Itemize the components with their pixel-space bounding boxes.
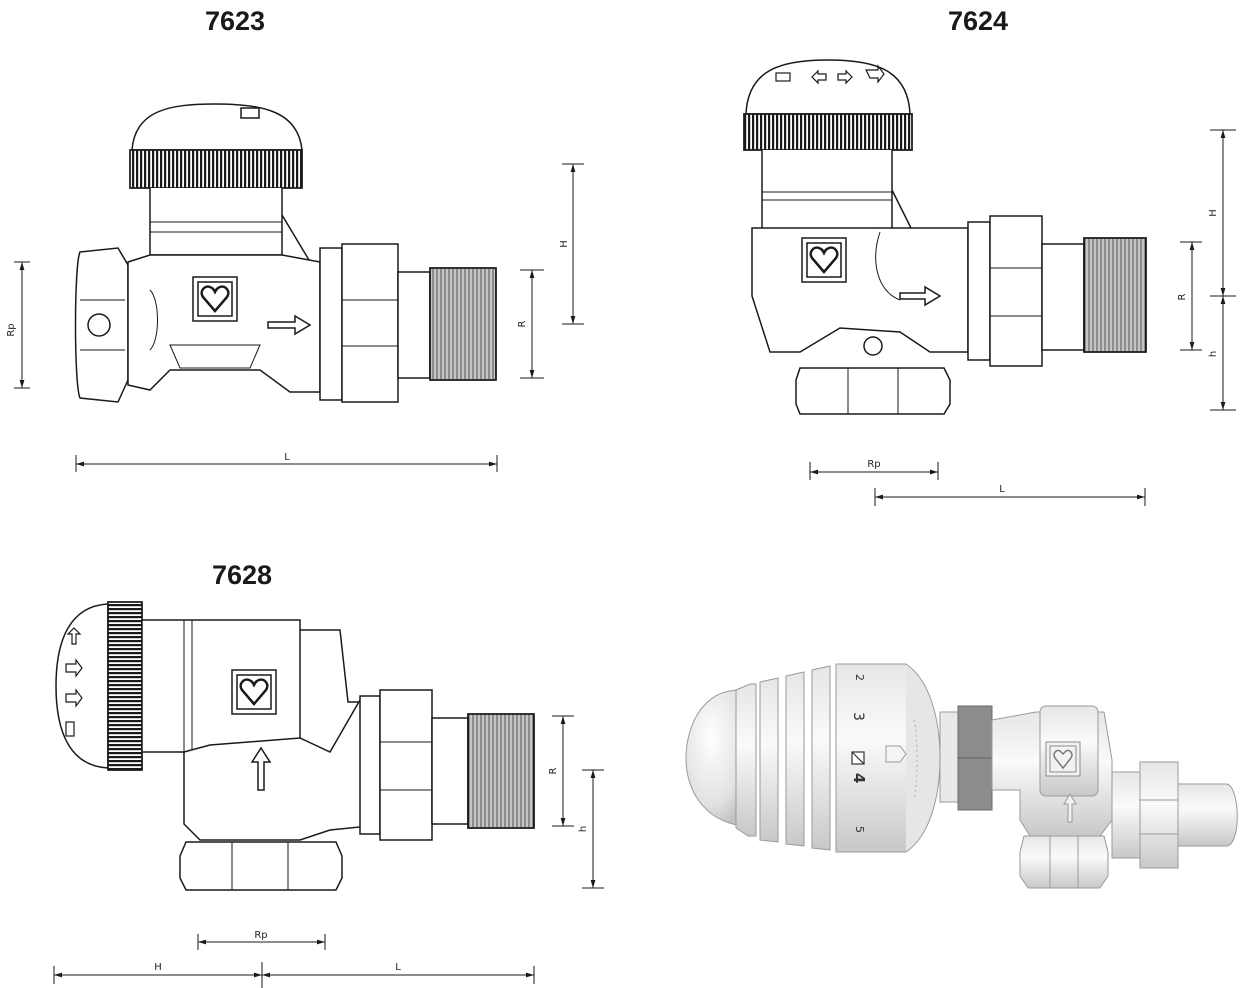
male-thread [467, 713, 535, 829]
bottom-nut [179, 841, 343, 891]
knurled-ring [743, 113, 913, 151]
dim-7624-h-lower: h [1208, 351, 1219, 357]
title-7628: 7628 [212, 560, 273, 590]
dim-7628-rp: Rp [254, 930, 267, 941]
dim-7623-rp: Rp [6, 323, 17, 336]
dim-7624-r: R [1177, 293, 1188, 300]
bottom-nut [795, 367, 951, 415]
scale-number-2: 2 [853, 674, 866, 681]
tail-pipe [1177, 783, 1238, 847]
flow-arrow [267, 314, 312, 336]
valve-7623-drawing [74, 103, 497, 403]
scale-marker-icon [851, 751, 865, 765]
thermostat-valve-render [685, 663, 1238, 889]
cap-dome [745, 59, 911, 115]
flow-arrow [250, 746, 272, 791]
title-7624: 7624 [948, 6, 1009, 36]
cap-dome [55, 603, 109, 769]
dim-7628-l: L [395, 962, 401, 973]
scale-number-3: 3 [850, 712, 866, 721]
cap-arrows [775, 64, 885, 85]
scale-number-4: 4 [850, 773, 868, 783]
cap-arrows [65, 627, 83, 737]
scale-number-5: 5 [853, 826, 866, 833]
dim-7628-r: R [548, 767, 559, 774]
neck [761, 150, 893, 231]
union-nut [359, 695, 381, 835]
dim-7628-h-upper: H [154, 962, 162, 973]
valve-7628-drawing [55, 601, 535, 891]
title-7623: 7623 [205, 6, 266, 36]
knurled-ring [129, 149, 303, 189]
knurled-ring [107, 601, 143, 771]
bottom-nut-render [1019, 835, 1109, 889]
cap-dome [131, 103, 303, 151]
dim-7623-l: L [284, 452, 290, 463]
valve-body [751, 227, 969, 353]
dim-7623-h: H [559, 240, 570, 248]
union-nut-render [1139, 761, 1179, 869]
male-thread [429, 267, 497, 381]
thermostat-ribs [735, 665, 831, 851]
nut-hole [87, 313, 111, 337]
dim-7623-r: R [517, 320, 528, 327]
thermostat-dome [685, 689, 751, 827]
union-nut [967, 221, 991, 361]
union-nut [319, 247, 343, 401]
cap-mark [240, 107, 260, 119]
dimensions-7623 [14, 163, 584, 472]
valve-7624-drawing [743, 59, 1147, 415]
male-thread [1083, 237, 1147, 353]
dimensions-7628 [53, 715, 604, 988]
dimensions-7624 [809, 129, 1236, 506]
dim-7628-h-lower: h [578, 826, 589, 832]
dim-7624-h-upper: H [1208, 209, 1219, 217]
dim-7624-l: L [999, 484, 1005, 495]
dim-7624-rp: Rp [867, 459, 880, 470]
flow-arrow [899, 285, 942, 307]
